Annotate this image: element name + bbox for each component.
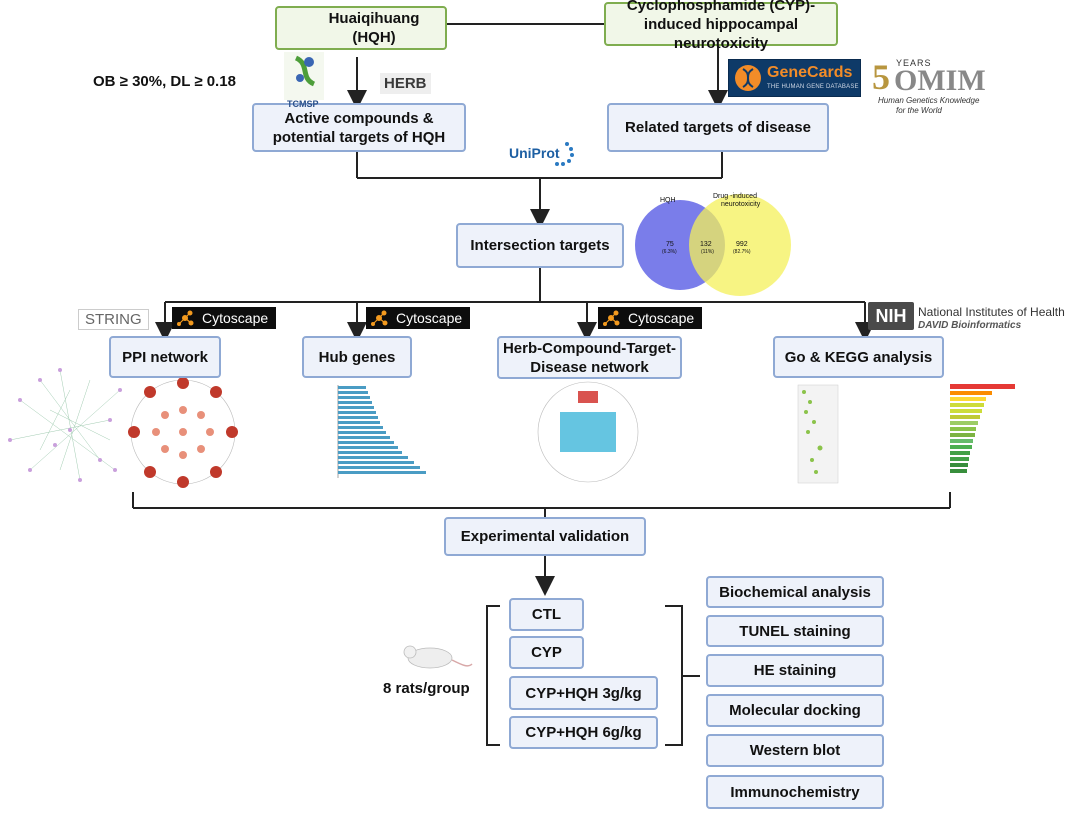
- validation-box: Experimental validation: [444, 517, 646, 556]
- assay-western-label: Western blot: [749, 742, 841, 759]
- assay-he: HE staining: [706, 654, 884, 687]
- omim-logo-text: OMIM: [894, 64, 986, 97]
- group-cyp: CYP: [509, 636, 584, 669]
- venn-right-pct: (82.7%): [733, 249, 751, 255]
- active-compounds-label: Active compounds & potential targets of …: [272, 109, 446, 146]
- related-targets-label: Related targets of disease: [625, 119, 811, 136]
- kegg-bar-thumbnail: [950, 384, 1015, 473]
- assay-immuno-label: Immunochemistry: [730, 783, 860, 801]
- go-dot-plot-thumbnail: [797, 384, 839, 484]
- string-logo: STRING: [78, 309, 149, 330]
- ppi-box: PPI network: [109, 336, 221, 378]
- genecards-subtitle: THE HUMAN GENE DATABASE: [767, 84, 859, 90]
- hqh-label: Huaiqihuang (HQH): [328, 10, 420, 46]
- cytoscape-icon: [370, 309, 388, 327]
- intersection-box: Intersection targets: [456, 223, 624, 268]
- uniprot-logo-dots: [555, 142, 574, 166]
- assay-tunel: TUNEL staining: [706, 615, 884, 647]
- nih-subtitle: DAVID Bioinformatics: [918, 320, 1022, 331]
- group-hqh-3g: CYP+HQH 3g/kg: [509, 676, 658, 710]
- assay-biochemical: Biochemical analysis: [706, 576, 884, 608]
- go-kegg-box: Go & KEGG analysis: [773, 336, 944, 378]
- venn-mid-pct: (11%): [701, 249, 714, 255]
- cytoscape-label: Cytoscape: [202, 310, 269, 326]
- nih-logo: NIH: [868, 302, 914, 330]
- hctd-label: Herb-Compound-Target-Disease network: [502, 339, 677, 376]
- assay-docking-label: Molecular docking: [729, 702, 861, 719]
- cytoscape-badge-2: Cytoscape: [366, 307, 470, 329]
- cytoscape-badge-3: Cytoscape: [598, 307, 702, 329]
- venn-diagram: [635, 194, 791, 296]
- cytoscape-icon: [176, 309, 194, 327]
- genecards-title: GeneCards: [767, 64, 853, 81]
- ppi-label: PPI network: [122, 348, 208, 366]
- venn-right-label-2: neurotoxicity: [721, 201, 761, 208]
- hub-genes-label: Hub genes: [318, 348, 396, 366]
- ppi-circle-network: [128, 377, 238, 488]
- intersection-label: Intersection targets: [470, 237, 610, 254]
- hctd-box: Herb-Compound-Target-Disease network: [497, 336, 682, 379]
- go-kegg-label: Go & KEGG analysis: [784, 348, 933, 366]
- group-hqh-6g-label: CYP+HQH 6g/kg: [525, 724, 642, 741]
- ppi-network-thumbnail: [8, 368, 122, 482]
- filter-criteria: OB ≥ 30%, DL ≥ 0.18: [93, 73, 236, 90]
- omim-years: YEARS: [896, 58, 932, 68]
- assay-western: Western blot: [706, 734, 884, 767]
- assay-biochemical-label: Biochemical analysis: [719, 583, 871, 601]
- venn-mid-value: 132: [700, 241, 712, 248]
- uniprot-logo: UniProt: [509, 145, 560, 161]
- cytoscape-badge-1: Cytoscape: [172, 307, 276, 329]
- cytoscape-label: Cytoscape: [396, 310, 463, 326]
- group-cyp-label: CYP: [531, 644, 562, 661]
- assay-immuno: Immunochemistry: [706, 775, 884, 809]
- nih-name: National Institutes of Health: [918, 305, 1065, 319]
- venn-left-label: HQH: [660, 197, 676, 204]
- herb-logo: HERB: [380, 73, 431, 94]
- venn-right-value: 992: [736, 241, 748, 248]
- omim-tagline-2: for the World: [896, 106, 942, 115]
- cytoscape-icon: [602, 309, 620, 327]
- omim-logo-mark: 5: [872, 57, 890, 97]
- rats-per-group: 8 rats/group: [383, 680, 470, 697]
- venn-right-label-1: Drug -induced: [713, 193, 757, 200]
- validation-label: Experimental validation: [460, 528, 630, 545]
- cyp-box: Cyclophosphamide (CYP)-induced hippocamp…: [604, 0, 838, 52]
- genecards-dna-icon: [735, 65, 761, 91]
- omim-tagline-1: Human Genetics Knowledge: [878, 96, 980, 105]
- venn-left-pct: (6.3%): [662, 249, 677, 255]
- tcmsp-logo: [284, 52, 324, 100]
- assay-docking: Molecular docking: [706, 694, 884, 727]
- hub-genes-bar-thumbnail: [337, 385, 426, 478]
- group-ctl: CTL: [509, 598, 584, 631]
- related-targets-box: Related targets of disease: [607, 103, 829, 152]
- group-hqh-6g: CYP+HQH 6g/kg: [509, 716, 658, 749]
- connector-lines: [132, 23, 951, 746]
- cyp-label: Cyclophosphamide (CYP)-induced hippocamp…: [626, 0, 816, 52]
- active-compounds-box: Active compounds & potential targets of …: [252, 103, 466, 152]
- group-hqh-3g-label: CYP+HQH 3g/kg: [525, 684, 642, 702]
- string-logo-text: STRING: [85, 311, 142, 328]
- hctd-network-thumbnail: [537, 381, 639, 483]
- hqh-box: Huaiqihuang (HQH): [275, 6, 447, 50]
- group-ctl-label: CTL: [531, 606, 562, 623]
- assay-he-label: HE staining: [753, 662, 837, 679]
- venn-left-value: 75: [666, 241, 674, 248]
- tcmsp-text: TCMSP: [287, 99, 319, 109]
- cytoscape-label: Cytoscape: [628, 310, 695, 326]
- rat-icon: [403, 645, 473, 669]
- assay-tunel-label: TUNEL staining: [739, 622, 851, 640]
- hub-genes-box: Hub genes: [302, 336, 412, 378]
- genecards-logo: GeneCards THE HUMAN GENE DATABASE: [728, 59, 861, 97]
